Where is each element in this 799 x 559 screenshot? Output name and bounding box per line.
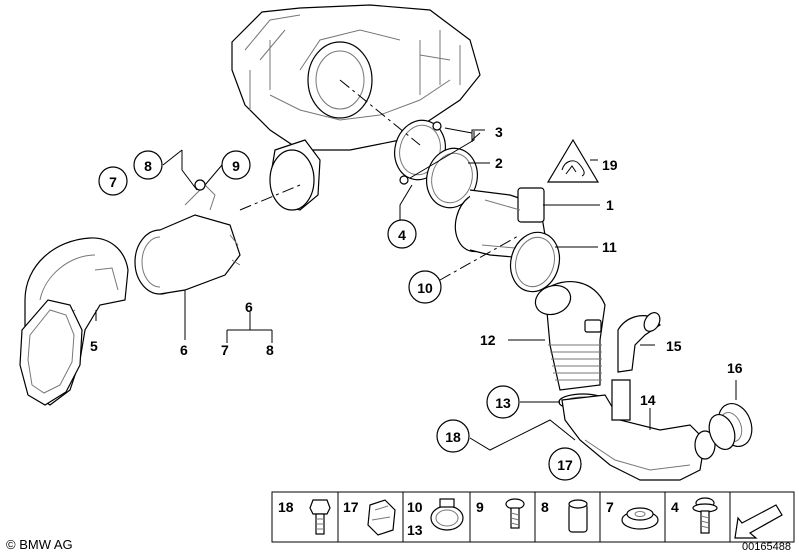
- legend-item-9: 9: [476, 498, 525, 529]
- legend-item-18: 18: [278, 499, 331, 535]
- label-part-2: 2: [495, 155, 503, 171]
- label-part-7: 7: [98, 166, 128, 196]
- label-part-13: 13: [486, 385, 520, 419]
- part-15-small-hose: [617, 312, 661, 373]
- svg-text:7: 7: [109, 174, 117, 190]
- label-part-16: 16: [727, 360, 743, 376]
- screw-icon: [505, 498, 525, 529]
- label-part-8: 8: [133, 150, 163, 180]
- label-part-9: 9: [221, 150, 251, 180]
- label-part-11: 11: [602, 239, 617, 255]
- spacer-sleeve-icon: [568, 499, 588, 533]
- part-14-intake-pipe: [561, 379, 716, 481]
- part-12-bellows-hose: [534, 281, 606, 391]
- label-part-1: 1: [606, 197, 614, 213]
- svg-text:10: 10: [417, 280, 433, 296]
- label-part-18: 18: [436, 419, 470, 453]
- label-part-10: 10: [408, 270, 442, 304]
- clip-nut-icon: [367, 499, 396, 536]
- svg-text:13: 13: [407, 522, 423, 538]
- legend-item-7: 7: [606, 499, 659, 530]
- svg-text:4: 4: [398, 227, 406, 243]
- svg-text:8: 8: [541, 499, 549, 515]
- label-part-17: 17: [548, 447, 582, 481]
- part-6-intake-funnel: [134, 179, 241, 295]
- label-part-19: 19: [602, 157, 618, 173]
- warning-triangle-icon: [546, 138, 600, 183]
- label-part-12: 12: [480, 332, 496, 348]
- svg-text:4: 4: [671, 499, 679, 515]
- label-part-6-group: 6: [245, 299, 253, 315]
- svg-text:17: 17: [557, 457, 573, 473]
- part-5-intake-duct: [19, 237, 129, 406]
- part-16-grommet: [708, 403, 753, 451]
- direction-arrow-icon: [734, 504, 783, 539]
- svg-text:7: 7: [606, 499, 614, 515]
- leader-lines: [95, 79, 737, 451]
- svg-text:9: 9: [232, 158, 240, 174]
- label-part-8-group: 8: [266, 342, 274, 358]
- svg-text:18: 18: [278, 499, 294, 515]
- legend-item-4: 4: [671, 497, 718, 534]
- label-part-3: 3: [495, 124, 503, 140]
- svg-text:9: 9: [476, 499, 484, 515]
- svg-text:8: 8: [144, 158, 152, 174]
- svg-text:10: 10: [407, 499, 423, 515]
- legend-item-8: 8: [541, 499, 588, 533]
- part-11-hose-clamp: [509, 231, 561, 293]
- svg-text:17: 17: [343, 499, 359, 515]
- legend-item-17: 17: [343, 499, 396, 536]
- label-part-6: 6: [180, 342, 188, 358]
- label-part-15: 15: [666, 338, 682, 354]
- copyright-text: © BMW AG: [6, 537, 73, 552]
- hose-clamp-icon: [430, 498, 464, 531]
- legend-item-10-13: 10 13: [407, 498, 464, 538]
- label-part-4: 4: [387, 219, 417, 249]
- legend-strip: 18 17 10 13 9: [271, 491, 795, 543]
- bolt-icon: [309, 499, 331, 535]
- rubber-grommet-icon: [621, 507, 659, 530]
- svg-text:18: 18: [445, 429, 461, 445]
- svg-text:13: 13: [495, 395, 511, 411]
- label-part-7-group: 7: [221, 342, 229, 358]
- label-part-14: 14: [640, 392, 656, 408]
- diagram-id: 00165488: [742, 541, 791, 553]
- flange-screw-icon: [692, 497, 718, 534]
- air-filter-housing: [231, 4, 481, 211]
- label-part-5: 5: [90, 338, 98, 354]
